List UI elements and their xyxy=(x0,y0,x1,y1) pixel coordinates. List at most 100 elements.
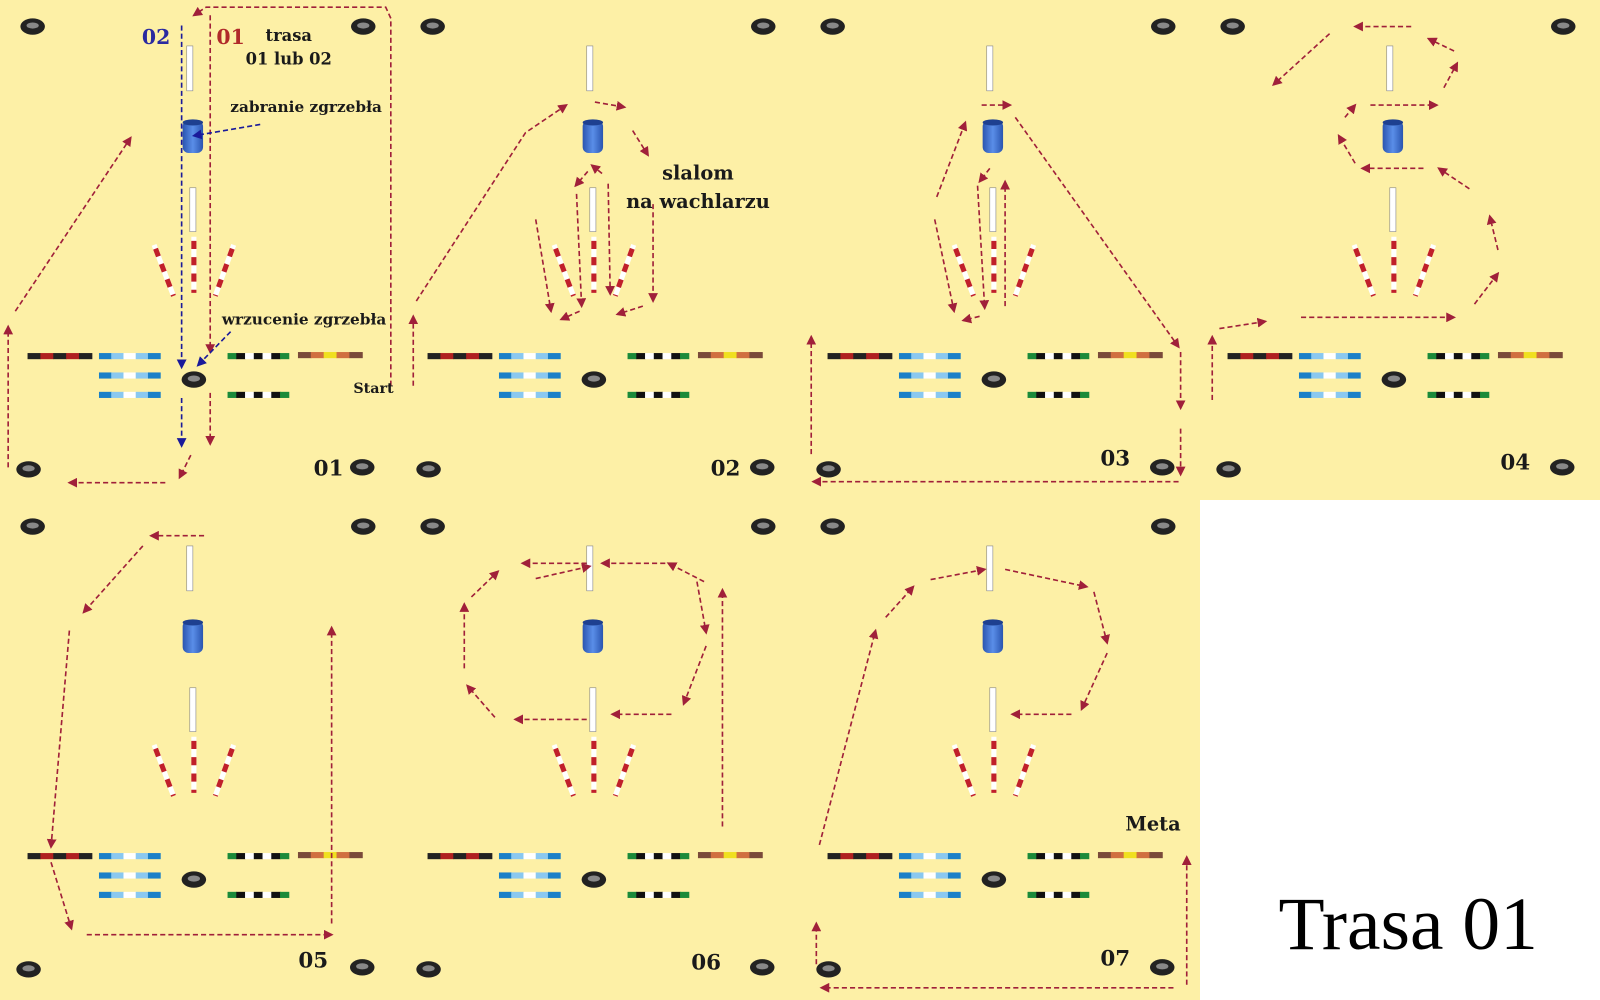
pole-segment xyxy=(111,391,124,398)
vertical-rail xyxy=(186,545,194,592)
pole-segment xyxy=(1036,853,1046,860)
black-red-rail xyxy=(27,353,93,360)
tire-icon xyxy=(351,518,376,535)
tire-icon xyxy=(820,18,845,35)
pole-segment xyxy=(1036,353,1046,360)
pole-segment xyxy=(547,372,561,379)
pole-segment xyxy=(123,391,137,398)
tire-icon xyxy=(16,461,41,478)
pole-segment xyxy=(947,372,961,379)
pole-segment xyxy=(66,853,80,860)
pole-segment xyxy=(662,853,672,860)
tire-inner xyxy=(1157,522,1170,529)
green-black-rail xyxy=(1427,391,1490,398)
pole-segment xyxy=(1027,353,1037,360)
barrel-icon xyxy=(982,619,1004,654)
pole-segment xyxy=(1453,391,1464,398)
pole-segment xyxy=(1323,353,1337,360)
barrel-body xyxy=(182,620,204,654)
pole-segment xyxy=(245,891,255,898)
pole-segment xyxy=(1536,352,1550,359)
tire-icon xyxy=(350,459,375,476)
tire-icon xyxy=(1381,371,1407,388)
barrel-body xyxy=(582,620,604,654)
start-label: Start xyxy=(353,381,394,397)
route-arrow-red xyxy=(1426,37,1455,52)
pole-segment xyxy=(1062,353,1072,360)
pole-segment xyxy=(911,353,924,360)
tire-icon xyxy=(20,518,45,535)
pole-segment xyxy=(1347,353,1361,360)
pole-segment xyxy=(147,872,161,879)
pole-segment xyxy=(723,352,738,359)
route-arrow-red xyxy=(615,305,644,317)
slalom-pole xyxy=(551,243,576,297)
tire-icon xyxy=(1151,18,1176,35)
panel-number-07: 07 xyxy=(1100,946,1130,971)
route-arrow-red xyxy=(14,136,132,312)
slalom-pole xyxy=(551,743,576,797)
pole-segment xyxy=(40,853,54,860)
pole-segment xyxy=(245,391,255,398)
blue-rail xyxy=(898,891,961,898)
pole-segment xyxy=(236,891,246,898)
pole-segment xyxy=(511,891,524,898)
vertical-rail xyxy=(586,545,594,592)
green-black-rail xyxy=(227,391,290,398)
barrel-top xyxy=(1382,119,1404,126)
pole-segment xyxy=(262,353,272,360)
route-arrow-red xyxy=(192,6,392,386)
pole-segment xyxy=(1462,391,1472,398)
tire-inner xyxy=(1156,463,1169,470)
pole-segment xyxy=(1097,852,1112,859)
blue-rail xyxy=(498,353,561,360)
brown-yellow-rail xyxy=(697,352,763,359)
slalom-pole xyxy=(212,744,237,797)
pole-segment xyxy=(736,852,750,859)
pole-segment xyxy=(935,853,949,860)
route-arrow-red xyxy=(976,185,990,311)
pole-segment xyxy=(1311,391,1324,398)
tire-inner xyxy=(587,875,600,882)
tire-icon xyxy=(816,961,841,978)
tire-icon xyxy=(16,961,41,978)
tire-inner xyxy=(357,22,370,29)
tire-icon xyxy=(1550,459,1575,476)
pole-segment xyxy=(636,891,646,898)
pole-segment xyxy=(280,353,290,360)
drop-label: wrzucenie zgrzebła xyxy=(221,310,387,328)
pole-segment xyxy=(271,853,281,860)
tire-icon xyxy=(416,961,441,978)
pole-segment xyxy=(271,891,281,898)
pole-segment xyxy=(98,372,112,379)
pole-segment xyxy=(511,391,524,398)
pole-segment xyxy=(253,853,264,860)
choice-label: 01 lub 02 xyxy=(246,49,332,68)
pole-segment xyxy=(523,372,537,379)
pole-segment xyxy=(710,852,725,859)
slalom-pole xyxy=(1412,244,1437,297)
pole-segment xyxy=(1149,852,1163,859)
pole-segment xyxy=(866,853,880,860)
tire-inner xyxy=(22,465,35,472)
tire-inner xyxy=(757,22,770,29)
pole-segment xyxy=(1062,891,1072,898)
slalom-pole xyxy=(212,244,237,297)
pole-segment xyxy=(478,853,493,860)
pole-segment xyxy=(1071,353,1081,360)
pole-segment xyxy=(1045,853,1055,860)
black-red-rail xyxy=(427,853,493,860)
vertical-rail xyxy=(986,545,994,592)
pole-segment xyxy=(935,872,949,879)
route-arrow-red xyxy=(1080,652,1108,711)
pole-segment xyxy=(1080,353,1090,360)
pole-segment xyxy=(253,891,264,898)
pole-segment xyxy=(1480,391,1490,398)
route-arrow-red xyxy=(1272,33,1331,87)
pole-segment xyxy=(66,353,80,360)
route-arrow-red xyxy=(1093,591,1110,645)
green-black-rail xyxy=(627,891,690,898)
brown-yellow-rail xyxy=(1097,852,1163,859)
vertical-rail xyxy=(1386,45,1394,92)
tire-inner xyxy=(422,965,435,972)
